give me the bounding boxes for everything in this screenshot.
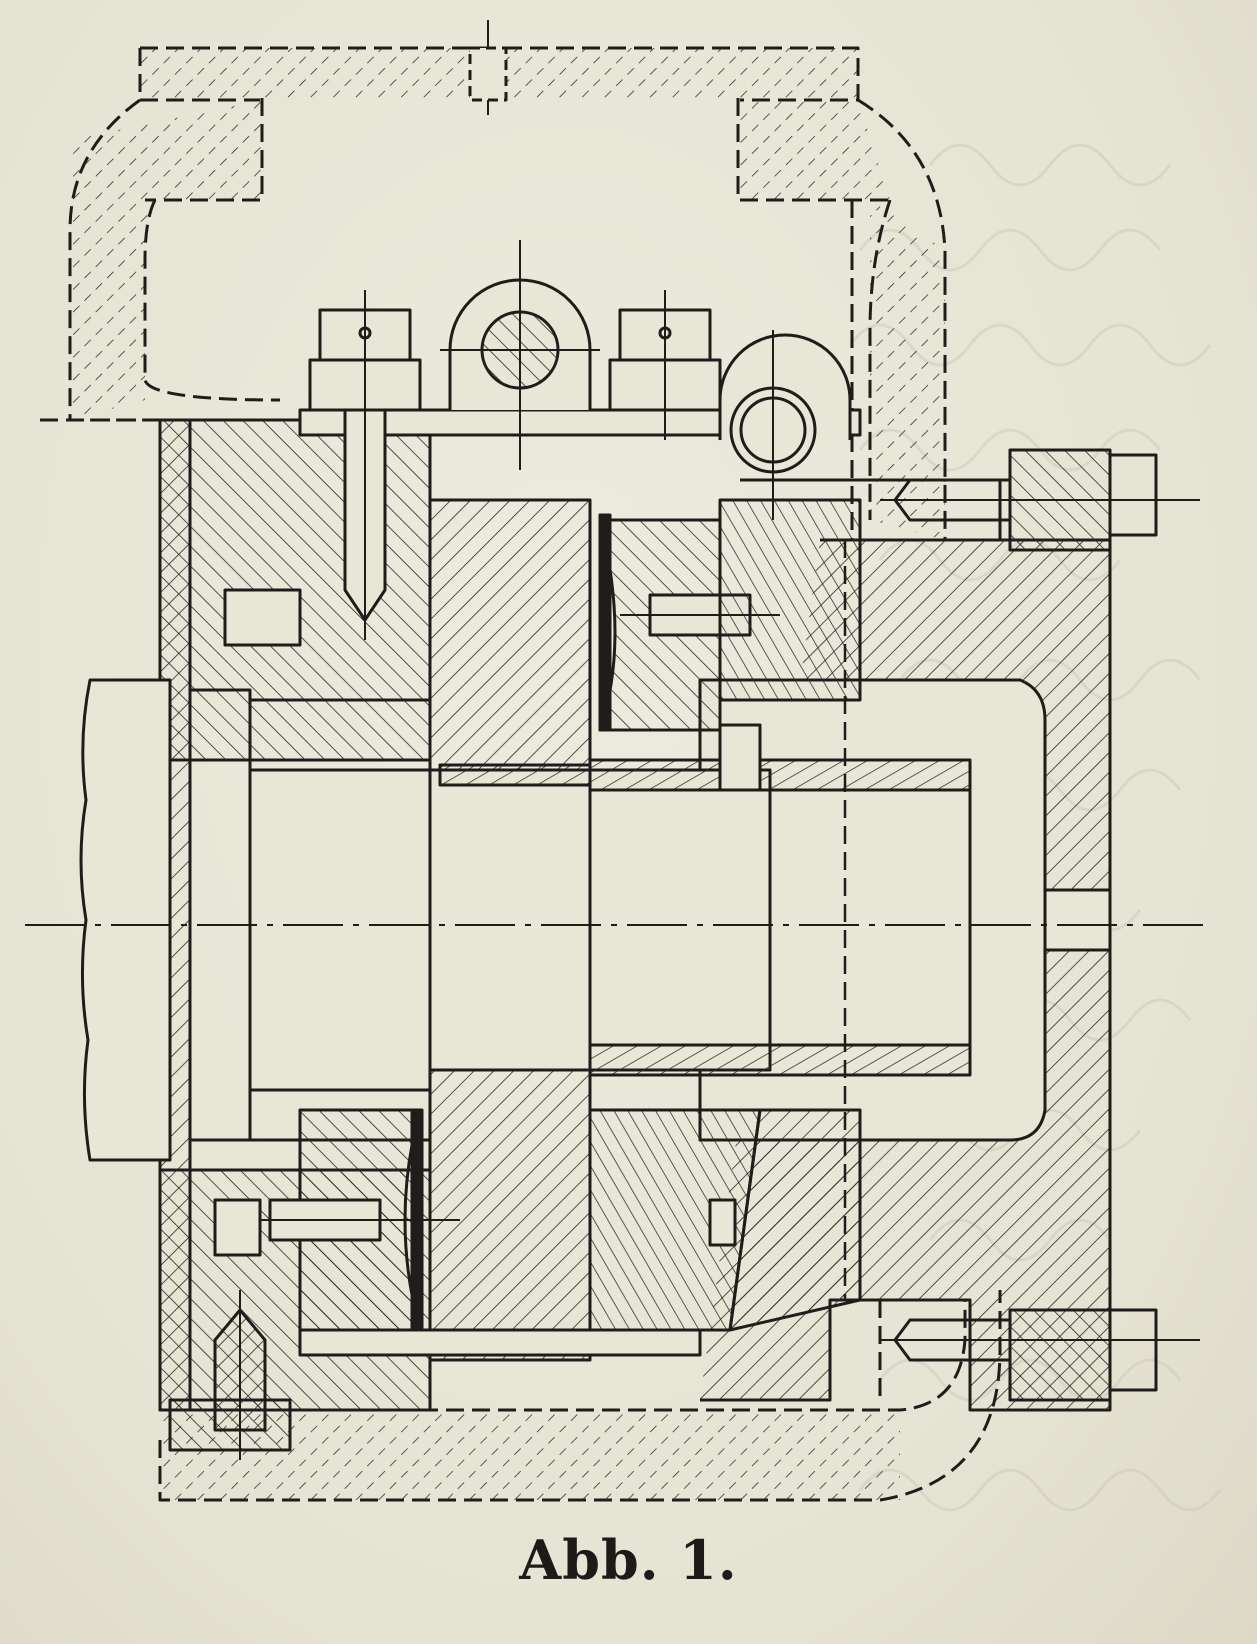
sleeve-hatch-top (588, 758, 972, 792)
bolt-nut-bottom (1108, 1308, 1158, 1392)
housing-bore (1043, 888, 1112, 952)
set-screw (718, 723, 762, 792)
inner-sleeve (588, 758, 972, 1077)
bolt-nut-top (1108, 453, 1158, 537)
sleeve-hatch-bottom (588, 1043, 972, 1077)
foot-bolt (213, 1290, 267, 1460)
flange-bolt-head-bottom (1008, 1308, 1112, 1402)
fitting-block-lower (213, 1198, 262, 1257)
thrust-pad-lower (220, 1108, 460, 1332)
fitting-block-left (223, 588, 302, 647)
upper-wedge-support (718, 498, 862, 702)
thrust-collar (428, 498, 592, 1362)
bottom-rail (298, 1328, 702, 1357)
top-bolt-left (308, 290, 422, 640)
thrust-pad-upper (598, 513, 780, 732)
top-bolt-right (608, 290, 722, 440)
figure-caption: Abb. 1. (519, 1528, 738, 1592)
stud-top (893, 478, 1012, 522)
lifting-eye (440, 240, 600, 470)
main-shaft (248, 768, 432, 1092)
oil-pipe (718, 330, 852, 520)
stud-bottom (893, 1318, 1012, 1362)
